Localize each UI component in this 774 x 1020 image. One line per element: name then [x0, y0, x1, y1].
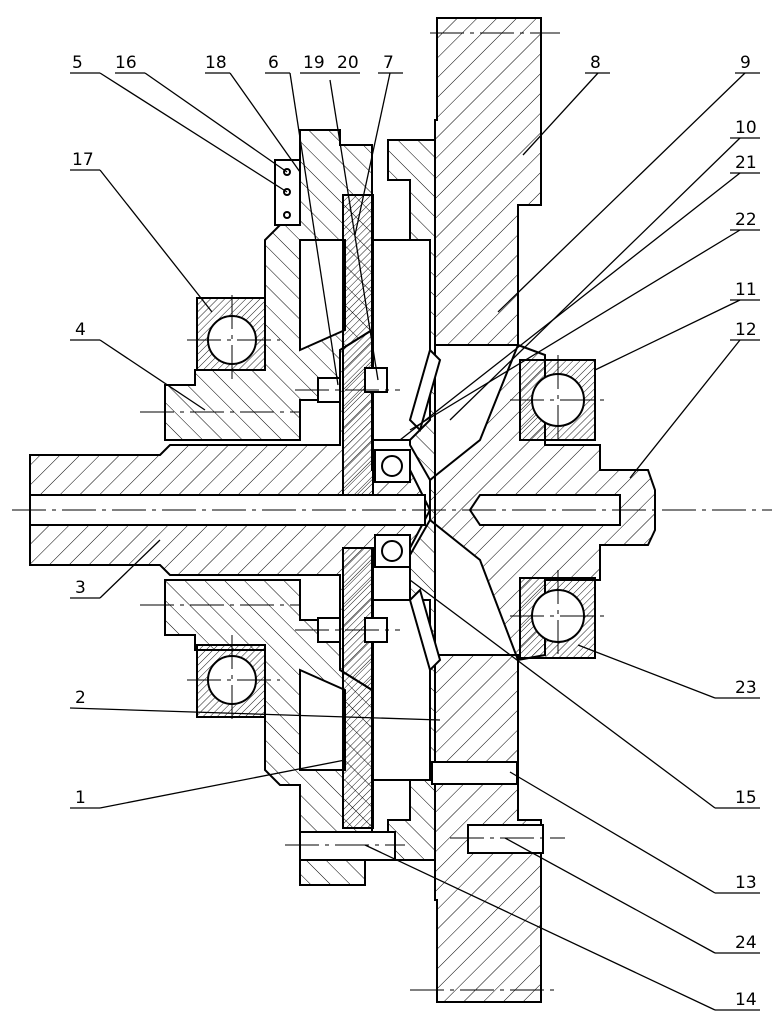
callout-5: 5 [72, 53, 83, 73]
callout-20: 20 [337, 53, 359, 73]
pilot-bearing-upper [374, 449, 411, 483]
pin-13 [431, 761, 518, 785]
friction-stack-lower [342, 547, 374, 829]
callout-10: 10 [735, 118, 757, 138]
callout-24: 24 [735, 933, 757, 953]
callout-18: 18 [205, 53, 227, 73]
callout-12: 12 [735, 320, 757, 340]
callout-19: 19 [303, 53, 325, 73]
callout-15: 15 [735, 788, 757, 808]
friction-stack-upper [342, 194, 374, 496]
callout-9: 9 [740, 53, 751, 73]
callout-14: 14 [735, 990, 757, 1010]
set-screw-block [274, 159, 301, 226]
callout-13: 13 [735, 873, 757, 893]
callout-3: 3 [75, 578, 86, 598]
pilot-bearing-lower [374, 534, 411, 568]
centerlines [12, 32, 772, 991]
callout-labels: 5 16 18 6 19 20 7 8 9 10 21 22 11 12 17 … [72, 53, 757, 1010]
callout-1: 1 [75, 788, 86, 808]
spring-lower [408, 588, 442, 672]
gear-upper [434, 17, 542, 346]
pilot-ball-lower [381, 540, 403, 562]
callout-2: 2 [75, 688, 86, 708]
pin-14 [299, 831, 396, 861]
pilot-ball-upper [381, 455, 403, 477]
callout-17: 17 [72, 150, 94, 170]
callout-11: 11 [735, 280, 757, 300]
callout-16: 16 [115, 53, 137, 73]
callout-7: 7 [383, 53, 394, 73]
callout-23: 23 [735, 678, 757, 698]
callout-4: 4 [75, 320, 86, 340]
callout-6: 6 [268, 53, 279, 73]
housing-upper [164, 129, 373, 441]
callout-22: 22 [735, 210, 757, 230]
callout-8: 8 [590, 53, 601, 73]
callout-21: 21 [735, 153, 757, 173]
cavity-upper [299, 239, 346, 352]
leader-lines [69, 72, 760, 1011]
